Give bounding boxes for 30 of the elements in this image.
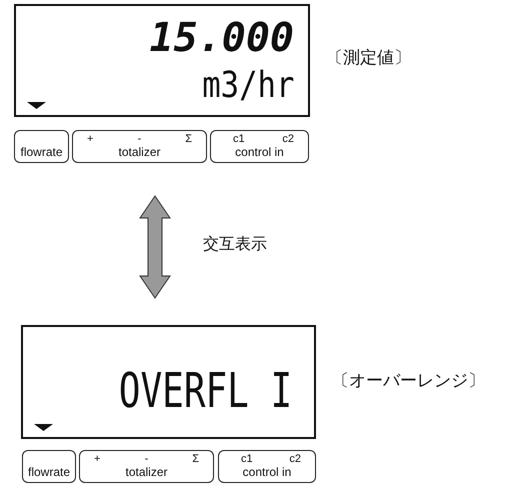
key-label-panel	[210, 130, 309, 163]
lcd-display	[21, 325, 316, 439]
key-label-panel	[14, 130, 69, 163]
key-label: totalizer	[118, 146, 161, 158]
key-label: flowrate	[20, 146, 63, 158]
key-label: -	[144, 454, 148, 465]
display-reading: m3/hr	[202, 68, 294, 104]
key-label: -	[138, 134, 142, 145]
display-reading: OVERFL I	[118, 367, 292, 415]
mode-caption: 〔測定値〕	[326, 47, 411, 69]
key-label: +	[94, 454, 100, 465]
lcd-display	[14, 4, 310, 117]
key-label: +	[87, 134, 94, 145]
key-label: control in	[235, 146, 284, 158]
key-label-panel	[218, 450, 316, 483]
key-label: c1	[241, 454, 253, 465]
mode-caption: 〔オーバーレンジ〕	[332, 370, 485, 392]
key-label: flowrate	[28, 466, 70, 478]
key-label-panel	[72, 130, 207, 163]
key-label-panel	[22, 450, 76, 483]
key-label-panel	[79, 450, 214, 483]
key-label: c2	[289, 454, 301, 465]
display-reading: 15.000	[150, 18, 294, 58]
key-label: Σ	[185, 134, 192, 145]
key-label: c1	[233, 134, 245, 145]
key-label: totalizer	[125, 466, 168, 478]
key-label: control in	[242, 466, 292, 478]
edge-label: 交互表示	[203, 234, 267, 255]
key-label: Σ	[192, 454, 199, 465]
key-label: c2	[282, 134, 294, 145]
